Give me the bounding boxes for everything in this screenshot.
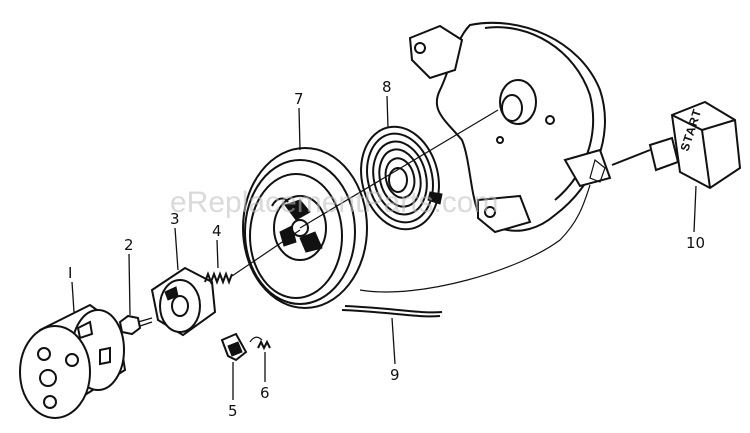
mounting-ear-top bbox=[408, 24, 464, 80]
mounting-ear-bottom bbox=[477, 194, 532, 234]
nut bbox=[118, 314, 153, 336]
callout-9-label: 9 bbox=[390, 366, 400, 384]
callout-2-label: 2 bbox=[124, 236, 134, 254]
callout-3-label: 3 bbox=[170, 210, 180, 228]
callout-10: 10 bbox=[686, 185, 705, 252]
pawl-spring bbox=[249, 336, 271, 351]
watermark: eReplacementParts.com bbox=[170, 186, 498, 219]
starter-housing bbox=[408, 21, 612, 234]
starter-rope bbox=[341, 184, 591, 318]
callout-2: 2 bbox=[124, 236, 134, 316]
callout-6: 6 bbox=[260, 352, 270, 402]
callout-6-label: 6 bbox=[260, 384, 270, 402]
mounting-ear-right bbox=[563, 148, 612, 188]
recoil-pulley bbox=[242, 147, 368, 309]
callout-4: 4 bbox=[212, 222, 222, 269]
callout-4-label: 4 bbox=[212, 222, 222, 240]
callout-9: 9 bbox=[390, 317, 400, 384]
callout-7-label: 7 bbox=[294, 90, 304, 108]
assembly-axis-line bbox=[299, 109, 499, 229]
callout-7: 7 bbox=[294, 90, 304, 151]
pawl bbox=[220, 332, 248, 362]
callout-8: 8 bbox=[382, 78, 392, 129]
callout-10-label: 10 bbox=[686, 234, 705, 252]
callout-5-label: 5 bbox=[228, 402, 238, 420]
recoil-spring bbox=[360, 125, 443, 231]
callout-8-label: 8 bbox=[382, 78, 392, 96]
callout-3: 3 bbox=[170, 210, 180, 271]
starter-cup bbox=[19, 303, 127, 419]
callout-5: 5 bbox=[228, 362, 238, 420]
callout-1: I bbox=[68, 264, 75, 313]
ratchet bbox=[150, 266, 217, 337]
ratchet-spring bbox=[204, 229, 301, 285]
callout-1-label: I bbox=[68, 264, 72, 282]
starter-handle: START bbox=[611, 100, 742, 190]
